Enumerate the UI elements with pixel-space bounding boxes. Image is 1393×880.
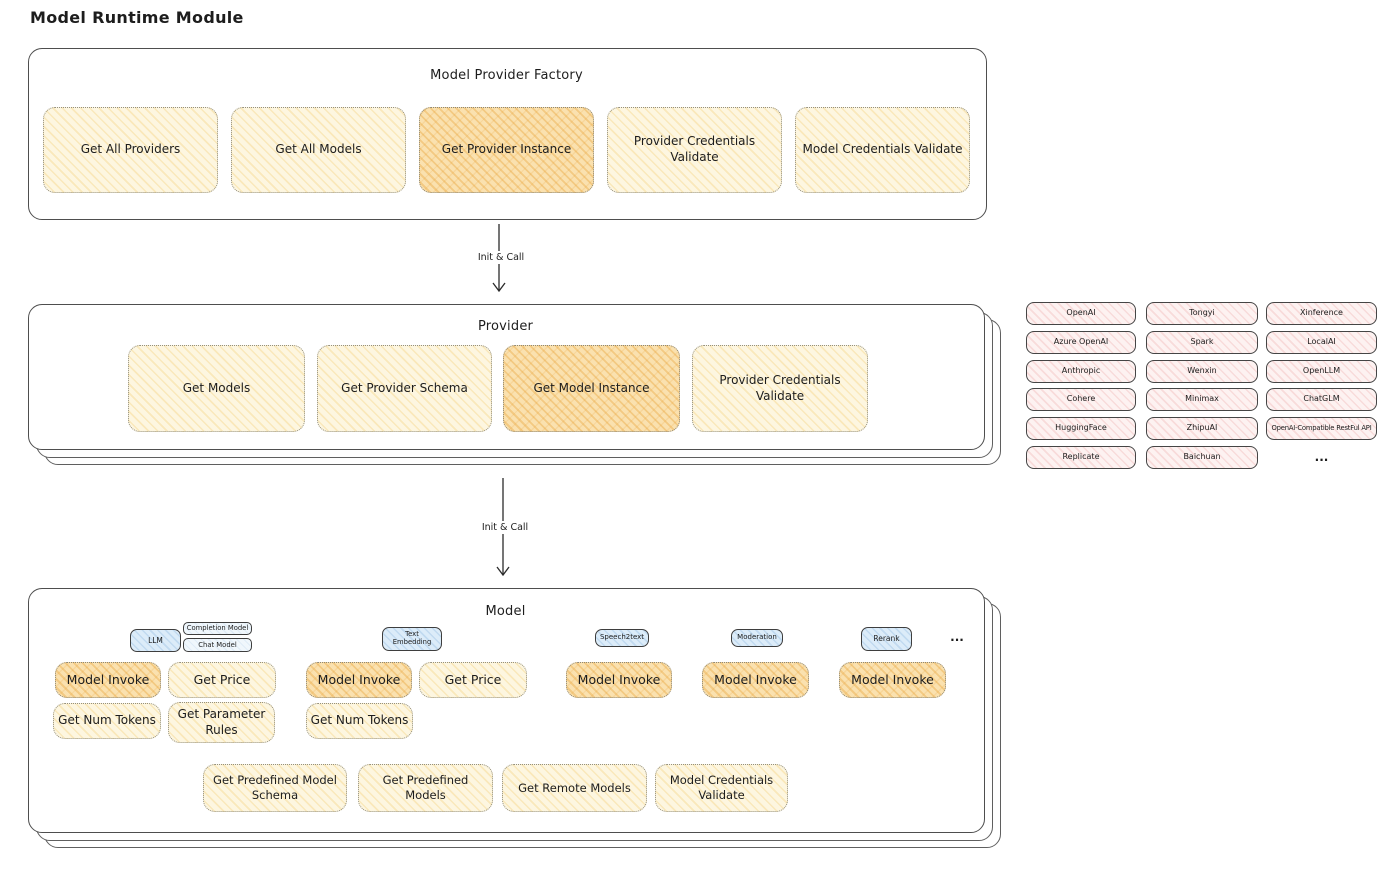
vendor-chip-huggingface: HuggingFace: [1026, 417, 1136, 440]
op-get-remote-models: Get Remote Models: [502, 764, 647, 812]
vendor-chip-openai: OpenAI: [1026, 302, 1136, 325]
op-get-models: Get Models: [128, 345, 305, 432]
op-get-num-tokens-llm: Get Num Tokens: [53, 703, 161, 739]
op-get-provider-instance: Get Provider Instance: [419, 107, 594, 193]
vendor-chip-minimax: Minimax: [1146, 388, 1258, 411]
page-title: Model Runtime Module: [30, 8, 244, 27]
op-get-predefined-models: Get Predefined Models: [358, 764, 493, 812]
op-get-model-instance: Get Model Instance: [503, 345, 680, 432]
op-get-provider-schema: Get Provider Schema: [317, 345, 492, 432]
tag-completion-model: Completion Model: [183, 622, 252, 635]
vendor-chip-wenxin: Wenxin: [1146, 360, 1258, 383]
model-title: Model: [485, 604, 526, 619]
vendor-chip-openai-compatible-restful-api: OpenAI-Compatible RestFul API: [1266, 417, 1377, 440]
tag-text-embedding: Text Embedding: [382, 627, 442, 651]
vendor-chip-zhipuai: ZhipuAI: [1146, 417, 1258, 440]
tag-chat-model: Chat Model: [183, 638, 252, 652]
vendor-chip-chatglm: ChatGLM: [1266, 388, 1377, 411]
vendor-chip-baichuan: Baichuan: [1146, 446, 1258, 469]
op-model-invoke-text-embedding: Model Invoke: [306, 662, 412, 698]
model-types-more-ellipsis: ...: [950, 630, 964, 644]
op-get-parameter-rules: Get Parameter Rules: [168, 702, 275, 743]
vendor-chip-tongyi: Tongyi: [1146, 302, 1258, 325]
vendor-chip-xinference: Xinference: [1266, 302, 1377, 325]
tag-rerank: Rerank: [861, 627, 912, 651]
op-get-price-llm: Get Price: [168, 662, 276, 698]
vendor-chip-localai: LocalAI: [1266, 331, 1377, 354]
op-model-invoke-rerank: Model Invoke: [839, 662, 946, 698]
op-provider-credentials-validate-2: Provider Credentials Validate: [692, 345, 868, 432]
op-provider-credentials-validate: Provider Credentials Validate: [607, 107, 782, 193]
vendor-chip-spark: Spark: [1146, 331, 1258, 354]
tag-speech2text: Speech2text: [595, 629, 649, 647]
op-get-num-tokens-text-embedding: Get Num Tokens: [306, 703, 413, 739]
provider-title: Provider: [477, 319, 534, 334]
op-get-predefined-model-schema: Get Predefined Model Schema: [203, 764, 347, 812]
op-get-all-providers: Get All Providers: [43, 107, 218, 193]
vendor-chip-anthropic: Anthropic: [1026, 360, 1136, 383]
op-get-all-models: Get All Models: [231, 107, 406, 193]
op-model-invoke-llm: Model Invoke: [55, 662, 161, 698]
op-model-invoke-speech2text: Model Invoke: [566, 662, 672, 698]
vendor-chip-openllm: OpenLLM: [1266, 360, 1377, 383]
factory-title: Model Provider Factory: [430, 68, 583, 83]
vendor-chip-cohere: Cohere: [1026, 388, 1136, 411]
vendors-more-ellipsis: ...: [1314, 450, 1329, 464]
vendor-chip-replicate: Replicate: [1026, 446, 1136, 469]
tag-llm: LLM: [130, 629, 181, 652]
tag-moderation: Moderation: [731, 629, 783, 647]
op-model-credentials-validate-model: Model Credentials Validate: [655, 764, 788, 812]
vendor-chip-azure-openai: Azure OpenAI: [1026, 331, 1136, 354]
op-model-credentials-validate: Model Credentials Validate: [795, 107, 970, 193]
op-get-price-text-embedding: Get Price: [419, 662, 527, 698]
init-call-label-1: Init & Call: [461, 251, 541, 264]
op-model-invoke-moderation: Model Invoke: [702, 662, 809, 698]
init-call-label-2: Init & Call: [465, 521, 545, 534]
